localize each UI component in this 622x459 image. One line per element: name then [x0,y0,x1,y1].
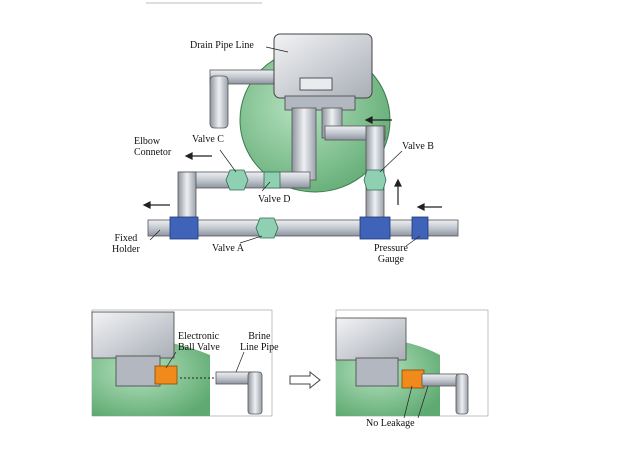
label-line: Line Pipe [240,342,279,353]
label-electronic-ball-valve: Electronic Ball Valve [178,331,220,353]
bypass-elbow-down [177,171,197,225]
drain-pipe-down [209,75,229,129]
label-pressure-gauge: Pressure Gauge [374,243,408,265]
flow-arrow-icon [142,116,442,211]
blue-tee-right [359,216,391,240]
label-fixed-holder: Fixed Holder [112,233,140,255]
transition-arrow-icon [289,370,321,390]
label-line: Fixed [114,233,138,244]
leader-lines [149,46,421,247]
center-riser [291,107,317,181]
valve-a [255,217,279,239]
label-line: Connetor [134,147,172,158]
blue-tee-left [169,216,199,240]
label-brine-line-pipe: Brine Line Pipe [240,331,279,353]
before-panel [91,309,273,417]
label-line: Holder [112,244,140,255]
after-panel [335,309,489,419]
label-valve-b: Valve B [402,141,434,152]
label-valve-c: Valve C [192,134,224,145]
valve-b [363,169,387,191]
label-drain-pipe-line: Drain Pipe Line [190,40,254,51]
label-valve-a: Valve A [212,243,244,254]
label-line: Gauge [377,254,404,265]
display-panel [299,77,333,91]
label-line: Electronic [178,331,220,342]
label-line: Ball Valve [178,342,220,353]
label-elbow-connector: Elbow Connetor [134,136,171,158]
label-no-leakage: No Leakage [366,418,415,429]
gauge-fitting [411,216,429,240]
label-line: Pressure [374,243,408,254]
controller-base [284,95,356,111]
valve-c [225,169,249,191]
electronic-ball-valve [154,365,178,385]
main-system [147,33,459,240]
label-line: Elbow [134,136,161,147]
label-line: Brine [248,331,271,342]
head-detail [91,311,175,359]
installed-ball-valve [401,369,425,389]
label-valve-d: Valve D [258,194,291,205]
